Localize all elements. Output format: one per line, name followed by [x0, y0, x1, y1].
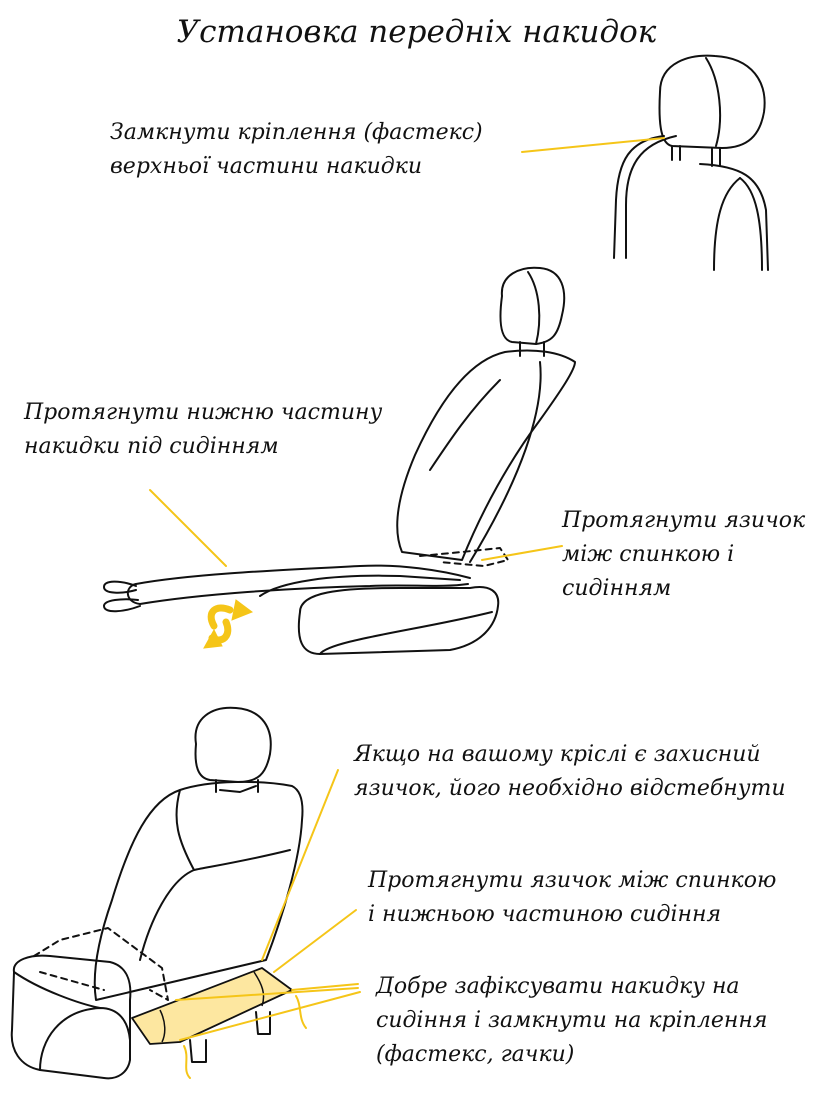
leader-lines [149, 137, 665, 1079]
headrest-closeup-figure [613, 54, 769, 271]
step-label-fix-cover: Добре зафіксувати накидку на сидіння і з… [376, 974, 768, 1067]
step-label-pull-tongue: Протягнути язичок між спинкою і сидінням [562, 508, 806, 601]
page-title: Установка передніх накидок [176, 14, 657, 50]
step-label-pull-tongue-cushion: Протягнути язичок між спинкою і нижньою … [368, 868, 777, 927]
step-label-unfasten-tongue: Якщо на вашому кріслі є захисний язичок,… [354, 742, 786, 801]
highlighted-cover-strap [131, 967, 293, 1045]
rotate-arrow-icon [203, 599, 254, 649]
side-seat-figure [103, 266, 576, 655]
step-label-fasten-top: Замкнути кріплення (фастекс) верхньої ча… [110, 120, 483, 179]
step-label-pull-bottom: Протягнути нижню частину накидки під сид… [24, 400, 383, 459]
perspective-seat-figure [10, 706, 304, 1080]
